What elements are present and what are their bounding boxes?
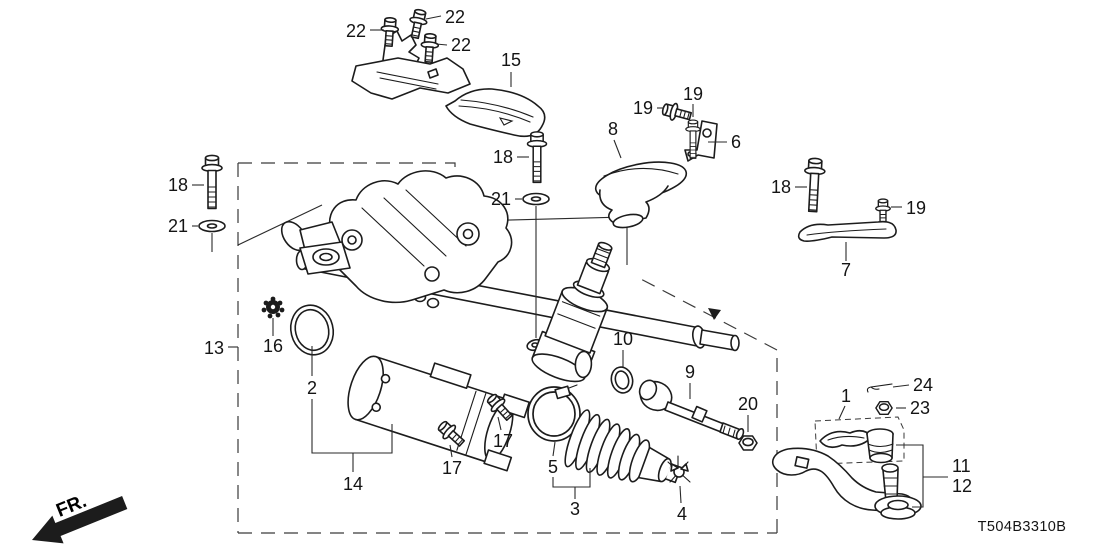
gearbox-stiffener bbox=[797, 220, 897, 242]
label-17-1: 17 bbox=[493, 431, 513, 451]
nut-20 bbox=[738, 435, 758, 451]
sensor-gear bbox=[261, 296, 285, 319]
label-7: 7 bbox=[841, 260, 851, 280]
label-14: 14 bbox=[343, 474, 363, 494]
washer-21-left bbox=[198, 219, 226, 233]
eps-motor bbox=[347, 355, 531, 472]
heat-shield bbox=[351, 30, 546, 138]
label-16: 16 bbox=[263, 336, 283, 356]
leader-lines bbox=[192, 15, 948, 508]
washer-21-center bbox=[522, 192, 550, 206]
grease-packet bbox=[819, 429, 873, 449]
label-17-2: 17 bbox=[442, 458, 462, 478]
label-13: 13 bbox=[204, 338, 224, 358]
bolt-18-left bbox=[201, 154, 223, 210]
dust-cover bbox=[866, 428, 894, 464]
bolt-19-3 bbox=[875, 198, 891, 224]
boot-clip bbox=[667, 455, 691, 483]
label-6: 6 bbox=[731, 132, 741, 152]
label-2: 2 bbox=[307, 378, 317, 398]
cotter-pin-24 bbox=[866, 383, 893, 393]
label-20: 20 bbox=[738, 394, 758, 414]
tie-rod-end bbox=[772, 447, 922, 520]
label-5: 5 bbox=[548, 457, 558, 477]
boot-band-clamp bbox=[527, 384, 581, 442]
label-21-left: 21 bbox=[168, 216, 188, 236]
label-3: 3 bbox=[570, 499, 580, 519]
label-12: 12 bbox=[952, 476, 972, 496]
diagram-code: T504B3310B bbox=[978, 519, 1067, 535]
steering-boot bbox=[564, 409, 682, 484]
bolt-18-center bbox=[526, 131, 548, 184]
o-ring-2 bbox=[289, 304, 335, 356]
label-4: 4 bbox=[677, 504, 687, 524]
bolt-22-3 bbox=[419, 32, 440, 64]
label-18-left: 18 bbox=[168, 175, 188, 195]
label-22-3: 22 bbox=[451, 35, 471, 55]
label-23: 23 bbox=[910, 398, 930, 418]
label-10: 10 bbox=[613, 329, 633, 349]
label-18-right: 18 bbox=[771, 177, 791, 197]
label-19-1: 19 bbox=[633, 98, 653, 118]
box-leader-line bbox=[237, 204, 323, 246]
nut-23 bbox=[875, 400, 893, 416]
label-22-1: 22 bbox=[346, 21, 366, 41]
bolt-18-right bbox=[801, 157, 827, 213]
label-11: 11 bbox=[952, 456, 971, 476]
gearbox-housing bbox=[280, 170, 544, 352]
label-8: 8 bbox=[608, 119, 618, 139]
inner-tie-rod bbox=[638, 379, 745, 441]
label-22-2: 22 bbox=[445, 7, 465, 27]
label-19-2: 19 bbox=[683, 84, 703, 104]
gearbox-mount-cushion bbox=[594, 161, 688, 229]
dashed-boundary bbox=[237, 162, 778, 534]
bolt-19-1 bbox=[660, 99, 694, 126]
o-ring-10 bbox=[610, 366, 634, 394]
label-1: 1 bbox=[841, 386, 851, 406]
pinion-valve-unit bbox=[531, 241, 613, 383]
fr-direction-arrow: FR. bbox=[32, 491, 128, 544]
label-9: 9 bbox=[685, 362, 695, 382]
label-15: 15 bbox=[501, 50, 521, 70]
part-number-labels: 22 22 22 15 18 21 18 21 19 19 8 6 18 19 … bbox=[168, 7, 972, 524]
label-18-center: 18 bbox=[493, 147, 513, 167]
label-19-3: 19 bbox=[906, 198, 926, 218]
boundary-arrowhead bbox=[708, 308, 721, 320]
label-21-center: 21 bbox=[491, 189, 511, 209]
label-24: 24 bbox=[913, 375, 933, 395]
